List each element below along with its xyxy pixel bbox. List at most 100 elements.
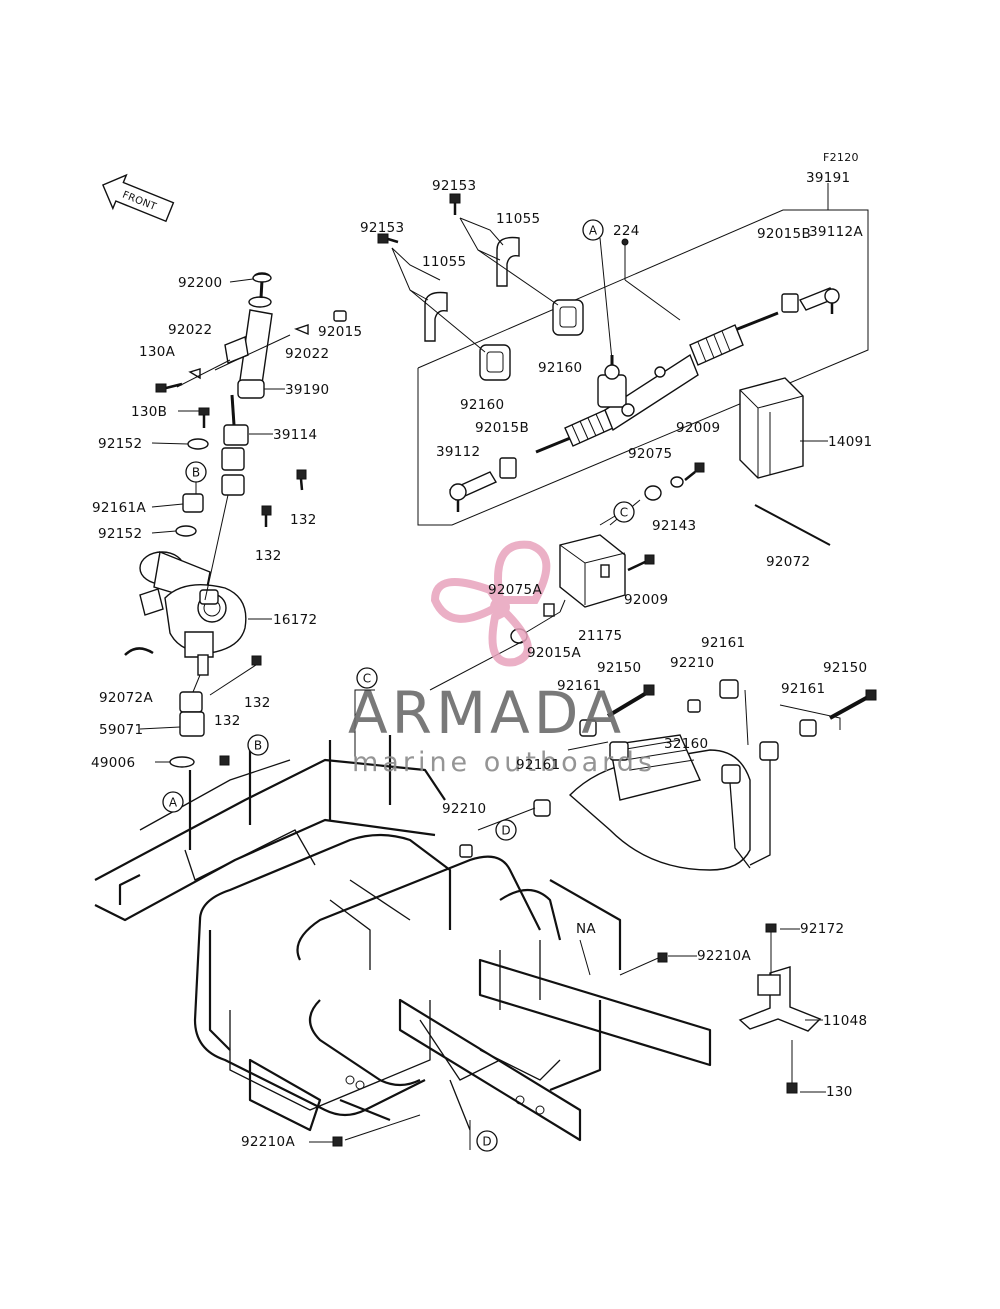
callout-letter: C — [363, 672, 371, 686]
part-label-32160: 32160 — [664, 736, 708, 752]
watermark-brand: ARMADA — [348, 679, 625, 747]
part-label-92022-upper: 92022 — [168, 322, 212, 338]
part-label-92015b-right: 92015B — [757, 226, 811, 242]
bolt-130a — [155, 382, 183, 393]
part-label-92022-lower: 92022 — [285, 346, 329, 362]
callout-circle — [582, 219, 604, 241]
nut-92015 — [333, 310, 347, 322]
callout-b-2: B — [185, 461, 207, 483]
bolt-132-right — [209, 655, 262, 696]
grommet-92160-left — [479, 344, 511, 381]
part-label-92153-top: 92153 — [432, 178, 476, 194]
part-label-14091: 14091 — [828, 434, 872, 450]
callout-c-3: C — [613, 501, 635, 523]
shim-92022b — [188, 368, 201, 380]
steering-column-39190 — [224, 272, 273, 399]
bolt-92172 — [765, 923, 777, 975]
bushing-92161-d — [533, 799, 551, 817]
callout-circle — [185, 461, 207, 483]
watermark-logo — [430, 540, 551, 667]
rack-leader-lines — [391, 217, 681, 361]
callout-b-5: B — [247, 734, 269, 756]
part-label-130a: 130A — [139, 344, 176, 360]
shaft-leader-lines — [176, 334, 291, 693]
part-label-92153-left: 92153 — [360, 220, 404, 236]
bushing-92161-c — [799, 719, 817, 737]
part-label-92161a: 92161A — [92, 500, 146, 516]
part-label-92075a: 92075A — [488, 582, 542, 598]
steering-rack-outline — [417, 183, 869, 526]
part-label-132-upper: 132 — [290, 512, 317, 528]
nut-92015b-right — [781, 293, 799, 313]
part-label-92143: 92143 — [652, 518, 696, 534]
part-label-92009-lower: 92009 — [624, 592, 668, 608]
bracket-11048 — [738, 966, 822, 1032]
bolt-92153-right — [449, 193, 461, 215]
callout-letter: B — [254, 739, 262, 753]
callout-d-8: D — [476, 1130, 498, 1152]
callout-letter: B — [192, 466, 200, 480]
callout-circle — [476, 1130, 498, 1152]
washer-92200 — [252, 273, 272, 283]
part-label-92161-left: 92161 — [557, 678, 601, 694]
joint-59071 — [179, 691, 205, 737]
steering-rack-assembly — [535, 311, 779, 454]
bolt-132-upper — [296, 469, 307, 491]
washer-92143 — [670, 476, 684, 488]
tie-rod-end-right — [798, 287, 840, 314]
part-label-21175: 21175 — [578, 628, 622, 644]
part-label-11055-right: 11055 — [496, 211, 540, 227]
part-label-92210a-right: 92210A — [697, 948, 751, 964]
part-label-92210-mid: 92210 — [442, 801, 486, 817]
u-joint-39114 — [221, 394, 249, 496]
bushing-92161-a — [579, 719, 597, 737]
part-label-92210a-bottom: 92210A — [241, 1134, 295, 1150]
bolt-132-bottom — [219, 755, 230, 766]
watermark-propeller-icon — [494, 540, 551, 604]
part-label-49006: 49006 — [91, 755, 135, 771]
part-label-92150-right: 92150 — [823, 660, 867, 676]
part-label-92210-top: 92210 — [670, 655, 714, 671]
bolt-92009-upper — [684, 462, 705, 481]
callout-circle — [613, 501, 635, 523]
nut-92210a-right — [657, 952, 668, 963]
part-label-92009-upper: 92009 — [676, 420, 720, 436]
part-label-39112: 39112 — [436, 444, 480, 460]
bolt-130b — [198, 407, 210, 428]
callout-letter: C — [620, 506, 628, 520]
callout-letter: D — [501, 824, 510, 838]
bolt-92153-left — [377, 233, 399, 244]
callout-c-4: C — [356, 667, 378, 689]
control-unit-21175 — [559, 534, 626, 608]
part-label-na: NA — [576, 921, 596, 937]
figure-code: F2120 — [823, 151, 859, 164]
part-label-39114: 39114 — [273, 427, 317, 443]
part-label-92160-right: 92160 — [538, 360, 582, 376]
rear-leader-lines — [477, 689, 841, 831]
bolt-92150-right — [829, 689, 877, 720]
part-label-92200: 92200 — [178, 275, 222, 291]
spacer-92075 — [644, 485, 662, 501]
bushing-92161-b — [719, 679, 739, 699]
part-label-11048: 11048 — [823, 1013, 867, 1029]
part-label-39191: 39191 — [806, 170, 850, 186]
part-label-92172: 92172 — [800, 921, 844, 937]
shim-92022a — [294, 324, 309, 336]
part-label-92150-left: 92150 — [597, 660, 641, 676]
part-label-92072: 92072 — [766, 554, 810, 570]
part-label-59071: 59071 — [99, 722, 143, 738]
callout-d-7: D — [495, 819, 517, 841]
part-label-92152-lower: 92152 — [98, 526, 142, 542]
bolt-92009-lower — [627, 554, 655, 572]
callout-letter: A — [169, 796, 178, 810]
cover-14091 — [739, 377, 804, 479]
washer-92152-lower — [175, 525, 197, 537]
vehicle-frame — [94, 735, 712, 1142]
part-label-92015b-left: 92015B — [475, 420, 529, 436]
collar-92015a — [543, 603, 555, 617]
part-label-92161-top: 92161 — [701, 635, 745, 651]
part-label-11055-left: 11055 — [422, 254, 466, 270]
tie-rod-end-left — [448, 471, 498, 512]
nut-92210a-bottom — [332, 1136, 343, 1147]
part-label-92152-upper: 92152 — [98, 436, 142, 452]
